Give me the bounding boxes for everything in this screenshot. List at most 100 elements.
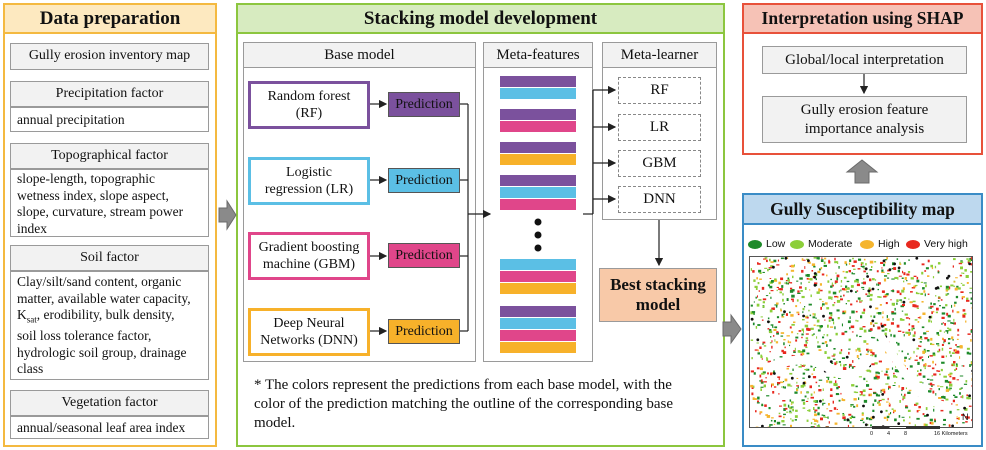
meta-feature-bar-lr bbox=[500, 187, 576, 198]
rf-model-box: Random forest (RF) bbox=[248, 81, 370, 129]
stacking-title: Stacking model development bbox=[363, 7, 598, 29]
meta-learner-dnn: DNN bbox=[618, 186, 701, 213]
vegetation-factor-body: annual/seasonal leaf area index bbox=[10, 416, 209, 439]
soil-line: soil loss tolerance factor, bbox=[17, 328, 152, 344]
color-note: * The colors represent the predictions f… bbox=[254, 376, 719, 433]
meta-learner-gbm: GBM bbox=[618, 150, 701, 177]
shap-header: Interpretation using SHAP bbox=[742, 3, 983, 34]
meta-feature-bar-rf bbox=[500, 109, 576, 120]
susceptibility-map bbox=[749, 256, 973, 428]
soil-line: Clay/silt/sand content, organic bbox=[17, 274, 182, 289]
topographical-line: slope-length, topographic bbox=[17, 171, 155, 186]
meta-learner-label: GBM bbox=[642, 155, 677, 171]
susceptibility-header: Gully Susceptibility map bbox=[742, 193, 983, 225]
dnn-prediction: Prediction bbox=[388, 319, 460, 344]
legend-label: Very high bbox=[924, 238, 968, 250]
feature-importance-box: Gully erosion feature importance analysis bbox=[762, 96, 967, 143]
soil-line: Ksat, erodibility, bulk density, bbox=[17, 307, 202, 328]
map-north-arrow: N bbox=[962, 412, 969, 422]
prediction-label: Prediction bbox=[395, 247, 453, 263]
feature-importance-line: importance analysis bbox=[804, 120, 925, 137]
topographical-line: slope, curvature, stream power bbox=[17, 204, 184, 219]
precipitation-factor-body: annual precipitation bbox=[10, 107, 209, 132]
legend-swatch bbox=[790, 239, 804, 249]
soil-line: hydrologic soil group, drainage bbox=[17, 344, 187, 360]
dnn-model-line: Networks (DNN) bbox=[260, 333, 358, 348]
arrow-map-to-shap-icon bbox=[845, 159, 879, 184]
meta-features-stack bbox=[500, 0, 576, 450]
susceptibility-map-graphic bbox=[750, 257, 972, 427]
rf-model-line: Random forest bbox=[267, 89, 351, 104]
meta-features-title-box: Meta-features bbox=[483, 42, 593, 68]
dnn-model-line: Deep Neural bbox=[273, 316, 345, 331]
soil-k-symbol: K bbox=[17, 307, 27, 322]
meta-feature-bar-dnn bbox=[500, 283, 576, 294]
topographical-factor-title: Topographical factor bbox=[51, 147, 168, 163]
meta-learner-rf: RF bbox=[618, 77, 701, 104]
gbm-model-line: Gradient boosting bbox=[258, 240, 360, 255]
meta-feature-bar-rf bbox=[500, 306, 576, 317]
color-note-line: * The colors represent the predictions f… bbox=[254, 377, 672, 393]
scale-tick: 16 Kilometers bbox=[934, 431, 968, 437]
prediction-label: Prediction bbox=[395, 96, 453, 112]
precipitation-factor-title: Precipitation factor bbox=[55, 85, 164, 101]
meta-feature-bar-gbm bbox=[500, 199, 576, 210]
meta-learner-title-box: Meta-learner bbox=[602, 42, 717, 68]
topographical-line: wetness index, slope aspect, bbox=[17, 187, 169, 203]
scale-bar-line bbox=[872, 426, 940, 429]
prediction-label: Prediction bbox=[395, 323, 453, 339]
color-note-line: color of the prediction matching the out… bbox=[254, 396, 674, 412]
soil-factor-body: Clay/silt/sand content, organic matter, … bbox=[10, 271, 209, 380]
vegetation-factor-title: Vegetation factor bbox=[61, 394, 158, 410]
gbm-prediction: Prediction bbox=[388, 243, 460, 268]
soil-factor-title: Soil factor bbox=[80, 249, 139, 265]
meta-feature-bar-lr bbox=[500, 88, 576, 99]
rf-prediction: Prediction bbox=[388, 92, 460, 117]
meta-learner-label: DNN bbox=[643, 191, 676, 207]
meta-feature-bar-rf bbox=[500, 175, 576, 186]
color-note-line: model. bbox=[254, 415, 296, 431]
north-label: N bbox=[962, 412, 969, 422]
susceptibility-title: Gully Susceptibility map bbox=[770, 198, 955, 219]
data-preparation-header: Data preparation bbox=[3, 3, 217, 34]
best-stacking-line: Best stacking bbox=[610, 275, 706, 294]
meta-feature-bar-lr bbox=[500, 318, 576, 329]
shap-title: Interpretation using SHAP bbox=[761, 8, 964, 28]
legend-swatch bbox=[860, 239, 874, 249]
legend-label: High bbox=[878, 238, 900, 250]
meta-learner-title: Meta-learner bbox=[620, 46, 699, 63]
legend-low: Low bbox=[748, 238, 785, 250]
prediction-label: Prediction bbox=[395, 172, 453, 188]
global-local-label: Global/local interpretation bbox=[785, 51, 944, 68]
meta-features-title: Meta-features bbox=[496, 46, 580, 63]
stacking-header: Stacking model development bbox=[236, 3, 725, 34]
legend-high: High bbox=[860, 238, 900, 250]
soil-line: matter, available water capacity, bbox=[17, 290, 191, 306]
soil-line: class bbox=[17, 361, 44, 377]
feature-importance-line: Gully erosion feature bbox=[800, 101, 929, 118]
gbm-model-line: machine (GBM) bbox=[262, 257, 356, 272]
meta-learner-label: RF bbox=[650, 82, 669, 98]
legend-label: Moderate bbox=[808, 238, 853, 250]
vegetation-factor-title-box: Vegetation factor bbox=[10, 390, 209, 416]
best-stacking-line: model bbox=[635, 295, 681, 314]
legend-moderate: Moderate bbox=[790, 238, 852, 250]
base-model-title: Base model bbox=[324, 46, 395, 63]
scale-tick: 0 bbox=[870, 431, 874, 437]
legend-swatch bbox=[906, 239, 920, 249]
meta-feature-bar-dnn bbox=[500, 342, 576, 353]
rf-model-line: (RF) bbox=[295, 106, 323, 121]
lr-prediction: Prediction bbox=[388, 168, 460, 193]
soil-k-rest: , erodibility, bulk density, bbox=[36, 307, 175, 322]
gbm-model-box: Gradient boosting machine (GBM) bbox=[248, 232, 370, 280]
soil-k-subscript: sat bbox=[26, 314, 37, 325]
map-scale-bar: 0 4 8 16 Kilometers bbox=[868, 426, 968, 442]
meta-feature-bar-rf bbox=[500, 142, 576, 153]
topographical-factor-title-box: Topographical factor bbox=[10, 143, 209, 169]
precipitation-factor-title-box: Precipitation factor bbox=[10, 81, 209, 107]
scale-tick: 8 bbox=[904, 431, 908, 437]
topographical-factor-body: slope-length, topographic wetness index,… bbox=[10, 169, 209, 237]
